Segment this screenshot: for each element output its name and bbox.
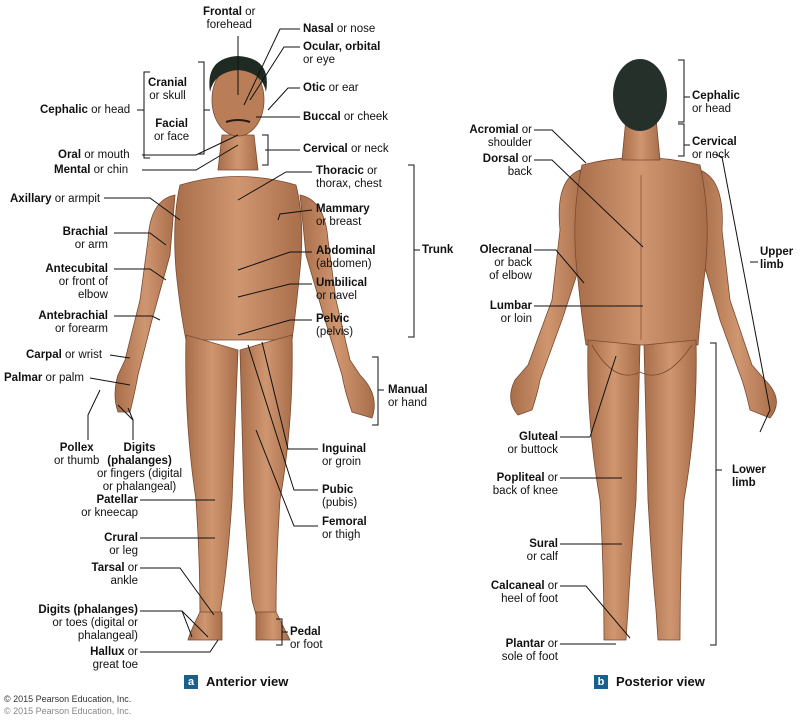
caption-anterior: a Anterior view	[184, 674, 288, 689]
label-pelvic: Pelvic(pelvis)	[316, 313, 354, 338]
anterior-figure	[114, 134, 375, 641]
label-buccal: Buccal or cheek	[303, 111, 389, 123]
leader-lines-anterior	[87, 28, 318, 653]
label-otic: Otic or ear	[303, 82, 359, 94]
label-abdominal: Abdominal(abdomen)	[316, 245, 376, 270]
label-axillary: Axillary or armpit	[10, 193, 101, 205]
label-cephalic-anterior: Cephalic or head	[40, 104, 131, 116]
caption-anterior-text: Anterior view	[206, 674, 289, 689]
label-palmar: Palmar or palm	[4, 372, 84, 384]
label-mental: Mental or chin	[54, 164, 129, 176]
label-cervical-anterior: Cervical or neck	[303, 143, 389, 155]
caption-badge-a: a	[184, 674, 198, 689]
copyright: © 2015 Pearson Education, Inc.	[4, 694, 132, 704]
caption-posterior-text: Posterior view	[616, 674, 705, 689]
brackets-anterior	[137, 61, 420, 646]
caption-posterior: b Posterior view	[594, 674, 705, 689]
brackets-posterior	[678, 59, 771, 646]
caption-badge-b: b	[594, 674, 608, 689]
label-trunk: Trunk	[422, 244, 454, 256]
label-carpal: Carpal or wrist	[26, 349, 103, 361]
label-oral: Oral or mouth	[58, 149, 130, 161]
label-nasal: Nasal or nose	[303, 23, 376, 35]
label-pubic: Pubic(pubis)	[322, 484, 358, 509]
copyright-duplicate: © 2015 Pearson Education, Inc.	[4, 706, 132, 716]
leader-lines-posterior	[534, 129, 644, 645]
